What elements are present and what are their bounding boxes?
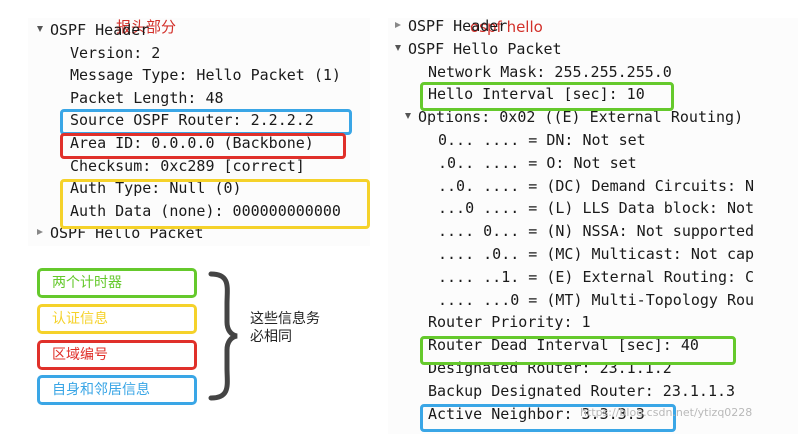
collapsed-triangle-icon[interactable]	[395, 22, 401, 28]
area-id-highlight	[60, 133, 346, 159]
tree-line-text: Source OSPF Router: 2.2.2.2	[70, 111, 314, 130]
legend-auth: 认证信息	[37, 304, 197, 334]
tree-line-text: .0.. .... = O: Not set	[438, 153, 637, 172]
tree-line-text: .... ...0 = (MT) Multi-Topology Rou	[438, 290, 755, 309]
legend-timers: 两个计时器	[37, 268, 197, 298]
legend-self-neighbor: 自身和邻居信息	[37, 375, 197, 405]
active-neighbor-highlight	[420, 404, 676, 432]
tree-line-text: Packet Length: 48	[70, 88, 224, 107]
tree-line-text: Active Neighbor: 3.3.3.3	[428, 404, 645, 423]
tree-line-text: .... ..1. = (E) External Routing: C	[438, 267, 755, 286]
watermark: https://blog.csdn.net/ytizq0228	[580, 406, 753, 419]
tree-line-text: OSPF Hello Packet	[408, 39, 562, 58]
tree-line-text: Auth Type: Null (0)	[70, 179, 242, 198]
tree-line-text: Area ID: 0.0.0.0 (Backbone)	[70, 134, 314, 152]
tree-line-text: .... 0... = (N) NSSA: Not supported	[438, 222, 755, 241]
tree-line-text: Message Type: Hello Packet (1)	[70, 66, 341, 85]
curly-brace-icon	[208, 271, 238, 401]
expanded-triangle-icon[interactable]	[37, 26, 43, 32]
tree-line-text: ..0. .... = (DC) Demand Circuits: N	[438, 176, 755, 195]
collapsed-triangle-icon[interactable]	[37, 229, 43, 236]
dead-interval-highlight	[420, 336, 736, 365]
auth-highlight	[60, 179, 370, 229]
tree-line-text: Router Priority: 1	[428, 313, 591, 332]
expanded-triangle-icon[interactable]	[405, 113, 411, 120]
right-caption: ospf hello	[470, 18, 543, 36]
same-info-note: 这些信息务必相同	[250, 311, 320, 345]
source-router-highlight	[60, 109, 352, 135]
legend-area: 区域编号	[37, 340, 197, 370]
tree-line-text: .... .0.. = (MC) Multicast: Not cap	[438, 245, 755, 263]
tree-line-text: Options: 0x02 ((E) External Routing)	[418, 108, 744, 127]
tree-line-text: ...0 .... = (L) LLS Data block: Not	[438, 199, 755, 218]
tree-line-text: Version: 2	[70, 43, 161, 62]
tree-line-text: 0... .... = DN: Not set	[438, 131, 646, 149]
tree-line-text: Auth Data (none): 000000000000	[70, 201, 341, 220]
expanded-triangle-icon[interactable]	[395, 44, 401, 51]
hello-interval-highlight	[420, 82, 674, 111]
tree-line-text: OSPF Header	[50, 21, 150, 39]
tree-line-text: Backup Designated Router: 23.1.1.3	[428, 381, 736, 400]
tree-line-text: Checksum: 0xc289 [correct]	[70, 156, 305, 175]
tree-line-text: Hello Interval [sec]: 10	[428, 85, 645, 104]
tree-line-text: Network Mask: 255.255.255.0	[428, 62, 672, 81]
left-caption: 报头部分	[116, 18, 177, 36]
tree-line-text: Router Dead Interval [sec]: 40	[428, 336, 699, 355]
tree-line-text: OSPF Header	[408, 18, 508, 35]
